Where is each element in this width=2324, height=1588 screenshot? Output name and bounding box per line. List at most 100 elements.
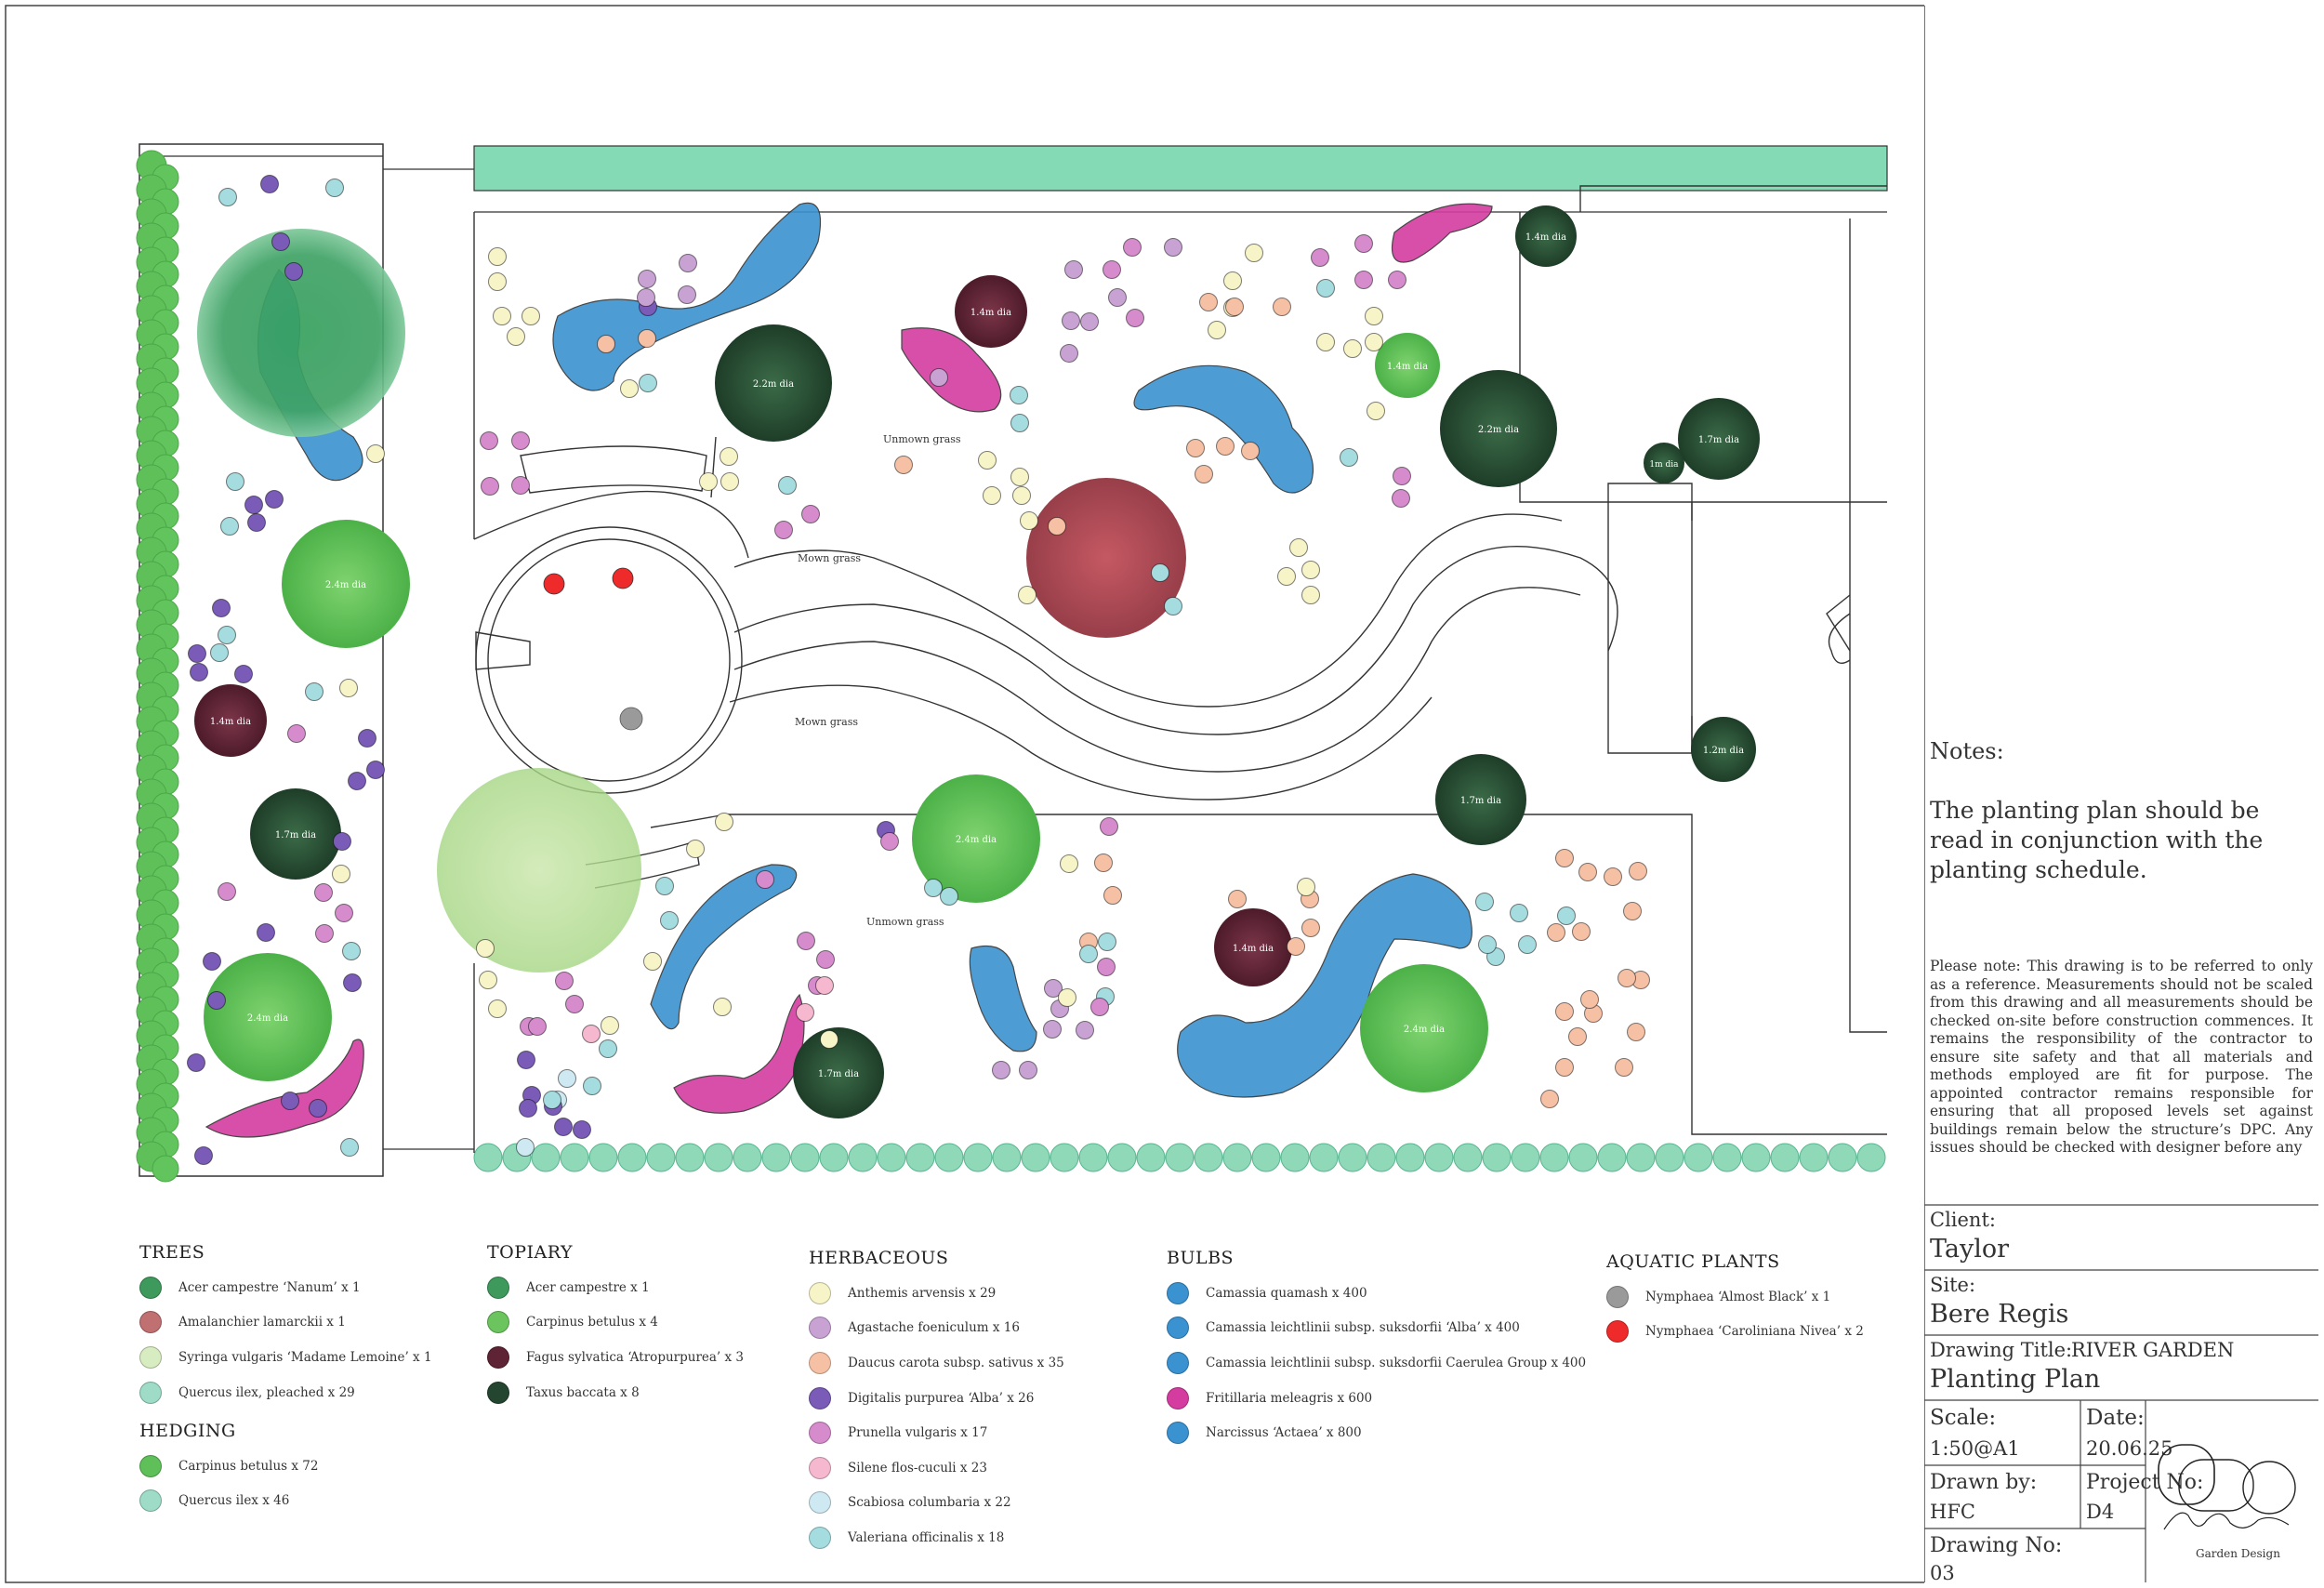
digitalis-plant xyxy=(309,1099,327,1118)
quercus-ilex-hedge xyxy=(473,1143,1886,1172)
daucus-plant xyxy=(1199,293,1218,311)
carpinus-hedge xyxy=(136,150,179,1183)
fagus-topiary xyxy=(1214,908,1292,986)
valeriana-plant xyxy=(778,476,797,495)
anthemis-plant xyxy=(1208,321,1226,339)
anthemis-plant xyxy=(488,272,507,291)
legend-item: Carpinus betulus x 4 xyxy=(487,1305,744,1341)
valeriana-plant xyxy=(342,942,361,960)
legend-label: Nymphaea ‘Almost Black’ x 1 xyxy=(1645,1289,1831,1304)
ilex-plant xyxy=(1222,1143,1252,1172)
planting-plan-drawing: 2.4m dia 1.4m dia 1.7m dia 2.4m dia 2.2m… xyxy=(5,5,1924,1583)
designer-logo xyxy=(2158,1444,2296,1530)
project-no-label: Project No: xyxy=(2086,1471,2204,1494)
anthemis-plant xyxy=(1020,511,1038,530)
legend-label: Acer campestre ‘Nanum’ x 1 xyxy=(178,1279,361,1295)
ilex-plant xyxy=(1856,1143,1886,1172)
daucus-plant xyxy=(1604,867,1622,886)
valeriana-plant xyxy=(1098,933,1116,951)
ilex-plant xyxy=(1539,1143,1569,1172)
prunella-plant xyxy=(1392,489,1410,508)
daucus-plant xyxy=(1623,902,1642,920)
digitalis-plant xyxy=(212,599,231,617)
fagus-topiary xyxy=(955,275,1027,348)
legend-item: Taxus baccata x 8 xyxy=(487,1375,744,1410)
prunella-plant xyxy=(1097,958,1116,976)
valeriana-plant xyxy=(940,887,958,906)
legend-swatch xyxy=(139,1311,162,1334)
digitalis-plant xyxy=(207,991,226,1010)
digitalis-plant xyxy=(194,1146,213,1165)
valeriana-plant xyxy=(1010,386,1028,404)
valeriana-plant xyxy=(1079,945,1098,963)
carpinus-topiary xyxy=(1360,964,1488,1092)
legend-item: Valeriana officinalis x 18 xyxy=(809,1520,1064,1555)
legend-item: Carpinus betulus x 72 xyxy=(139,1449,318,1484)
taxus-topiary xyxy=(1678,398,1760,480)
valeriana-plant xyxy=(543,1091,561,1109)
daucus-plant xyxy=(597,335,615,353)
agastache-plant xyxy=(637,288,655,307)
ilex-plant xyxy=(1482,1143,1512,1172)
legend-title-hedging: HEDGING xyxy=(139,1421,236,1441)
legend-item: Daucus carota subsp. sativus x 35 xyxy=(809,1345,1064,1381)
ilex-plant xyxy=(1338,1143,1367,1172)
daucus-plant xyxy=(1578,863,1597,881)
client-label: Client: xyxy=(1930,1209,1996,1231)
valeriana-plant xyxy=(220,517,239,536)
scale-value: 1:50@A1 xyxy=(1930,1437,2020,1460)
scabiosa-plant xyxy=(516,1138,535,1157)
tree-label: 2.2m dia xyxy=(1478,425,1519,435)
valeriana-plant xyxy=(1340,448,1358,467)
drawn-by-value: HFC xyxy=(1930,1501,1975,1523)
legend-label: Nymphaea ‘Caroliniana Nivea’ x 2 xyxy=(1645,1324,1864,1340)
pond-features xyxy=(543,567,643,731)
daucus-plant xyxy=(1186,439,1205,457)
anthemis-plant xyxy=(1297,878,1315,896)
legend-label: Scabiosa columbaria x 22 xyxy=(848,1495,1011,1511)
daucus-plant xyxy=(1216,437,1235,456)
taxus-topiary xyxy=(793,1027,884,1118)
legend-swatch xyxy=(1167,1317,1189,1340)
prunella-plant xyxy=(1393,467,1411,485)
digitalis-plant xyxy=(203,952,221,971)
legend-item: Narcissus ‘Actaea’ x 800 xyxy=(1167,1415,1586,1450)
ilex-plant xyxy=(1078,1143,1108,1172)
tree-label: 2.4m dia xyxy=(1404,1025,1445,1035)
digitalis-plant xyxy=(348,772,366,790)
drawing-no-label: Drawing No: xyxy=(1930,1534,2063,1557)
legend-item: Acer campestre ‘Nanum’ x 1 xyxy=(139,1270,432,1305)
sheet-border xyxy=(5,5,1924,1583)
daucus-plant xyxy=(1568,1027,1587,1046)
tree-label: 2.2m dia xyxy=(753,379,794,390)
legend-swatch xyxy=(1606,1320,1629,1343)
legend-title-topiary: TOPIARY xyxy=(487,1242,574,1263)
legend-label: Quercus ilex, pleached x 29 xyxy=(178,1384,355,1400)
drawn-by-label: Drawn by: xyxy=(1930,1471,2038,1494)
ilex-plant xyxy=(1655,1143,1684,1172)
anthemis-plant xyxy=(1223,271,1242,290)
ilex-plant xyxy=(1050,1143,1079,1172)
legend-swatch xyxy=(487,1381,509,1404)
digitalis-plant xyxy=(265,490,284,509)
legend-swatch xyxy=(809,1281,831,1304)
prunella-plant xyxy=(801,505,820,523)
anthemis-plant xyxy=(1365,333,1383,351)
ilex-plant xyxy=(1309,1143,1339,1172)
anthemis-plant xyxy=(1316,333,1335,351)
nymphaea-almost-black xyxy=(619,707,643,731)
anthemis-plant xyxy=(1365,307,1383,325)
title-block: Notes: The planting plan should be read … xyxy=(1924,0,2324,1588)
agastache-plant xyxy=(1043,1020,1062,1039)
legend-label: Carpinus betulus x 4 xyxy=(526,1315,658,1330)
valeriana-plant xyxy=(210,643,229,662)
legend-label: Digitalis purpurea ‘Alba’ x 26 xyxy=(848,1390,1035,1406)
prunella-plant xyxy=(511,476,530,495)
prunella-plant xyxy=(565,995,584,1013)
anthemis-plant xyxy=(522,307,540,325)
legend-swatch xyxy=(809,1491,831,1515)
prunella-plant xyxy=(1354,234,1373,253)
legend-title-aquatic: AQUATIC PLANTS xyxy=(1606,1251,1780,1272)
digitalis-plant xyxy=(190,663,208,682)
